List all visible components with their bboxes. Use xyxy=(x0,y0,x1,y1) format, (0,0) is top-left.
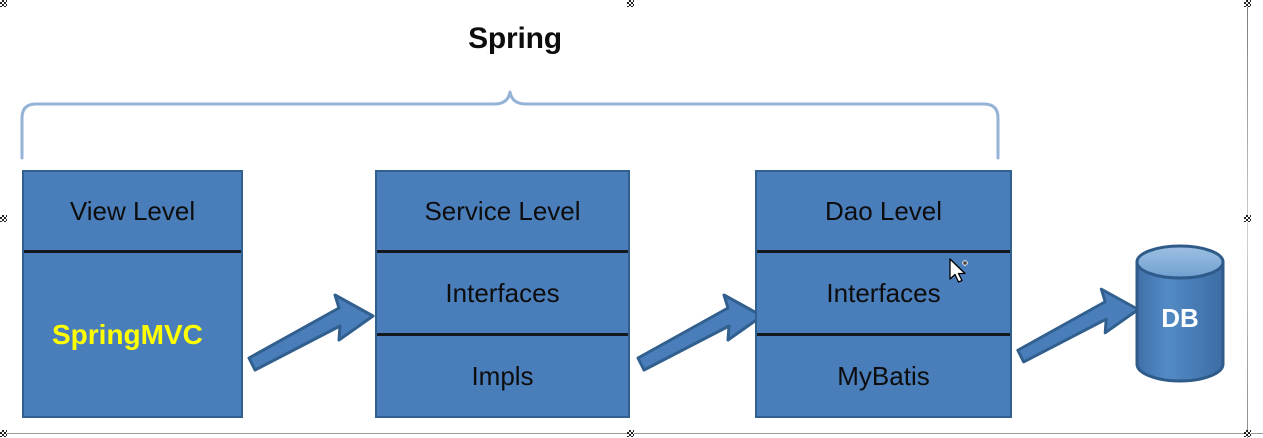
spring-grouping-brace xyxy=(20,90,1000,160)
resize-handle-top-middle[interactable] xyxy=(627,0,634,7)
resize-handle-middle-left[interactable] xyxy=(0,215,7,222)
layer-header-service: Service Level xyxy=(424,196,581,226)
database-label: DB xyxy=(1161,302,1199,333)
database-cylinder[interactable]: DB xyxy=(1134,243,1226,383)
connector-arrow-service-to-dao xyxy=(636,293,764,372)
connector-arrow-dao-to-database xyxy=(1016,287,1140,364)
layer-row-springmvc: SpringMVC xyxy=(24,250,241,416)
layer-box-service[interactable]: Service Level Interfaces Impls xyxy=(375,170,630,418)
layer-row-dao-mybatis: MyBatis xyxy=(757,333,1010,416)
diagram-title: Spring xyxy=(468,22,562,55)
resize-handle-top-right[interactable] xyxy=(1244,0,1251,7)
resize-handle-top-left[interactable] xyxy=(0,0,7,7)
resize-handle-bottom-left[interactable] xyxy=(0,430,7,437)
layer-row-service-impls: Impls xyxy=(377,333,628,416)
layer-header-view: View Level xyxy=(69,196,196,226)
layer-row-service-interfaces: Interfaces xyxy=(377,250,628,333)
layer-box-dao[interactable]: Dao Level Interfaces MyBatis xyxy=(755,170,1012,418)
resize-handle-bottom-middle[interactable] xyxy=(627,430,634,437)
database-cylinder-shape xyxy=(1135,244,1225,383)
layer-header-dao: Dao Level xyxy=(824,196,943,226)
resize-handle-middle-right[interactable] xyxy=(1244,215,1251,222)
connector-arrow-view-to-service xyxy=(247,293,375,372)
resize-handle-bottom-right[interactable] xyxy=(1244,430,1251,437)
layer-box-view[interactable]: View Level SpringMVC xyxy=(22,170,243,418)
layer-row-dao-interfaces: Interfaces xyxy=(757,250,1010,333)
